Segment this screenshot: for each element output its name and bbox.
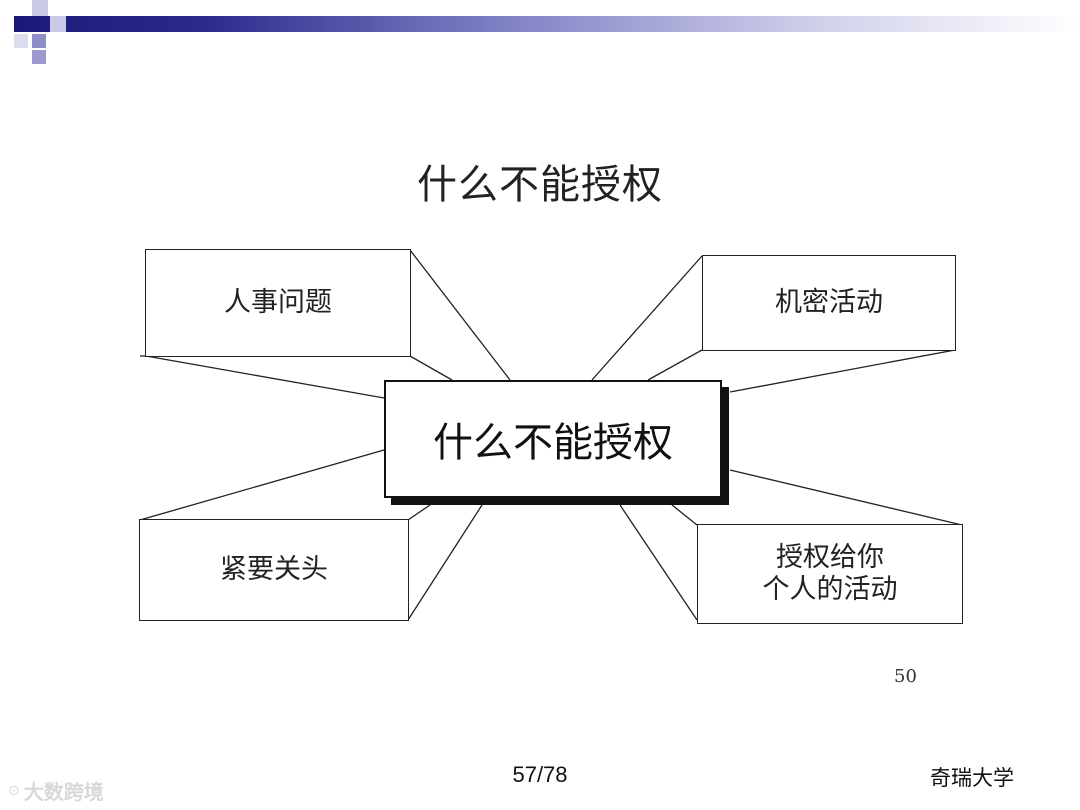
- header-square-light: [32, 0, 48, 16]
- item-label-line: 授权给你: [776, 542, 884, 573]
- center-label: 什么不能授权: [433, 420, 673, 466]
- connector-line: [409, 249, 511, 381]
- header-square-light: [14, 34, 28, 48]
- connector-line: [145, 355, 385, 399]
- connector-line: [591, 255, 703, 381]
- figure-number: 50: [894, 666, 917, 687]
- item-box-personnel: 人事问题: [145, 249, 411, 357]
- item-label: 机密活动: [775, 287, 883, 318]
- connector-line: [647, 349, 703, 381]
- header-square-mid: [32, 50, 46, 64]
- center-box: 什么不能授权: [384, 380, 722, 498]
- header-decoration: [0, 0, 1080, 64]
- item-label: 人事问题: [224, 287, 332, 318]
- header-gradient-bar: [14, 16, 1080, 32]
- header-square-light: [50, 16, 66, 32]
- header-square-dark: [14, 16, 30, 32]
- watermark: ⊙ 大数跨境: [8, 776, 104, 805]
- item-box-confidential: 机密活动: [702, 255, 956, 351]
- item-box-critical: 紧要关头: [139, 519, 409, 621]
- connector-line: [671, 504, 698, 526]
- connector-line: [729, 469, 963, 526]
- header-square-mid: [32, 34, 46, 48]
- slide-number: 57/78: [512, 762, 568, 787]
- item-label-line: 个人的活动: [762, 574, 898, 605]
- connector-line: [409, 355, 453, 381]
- item-label: 紧要关头: [220, 554, 328, 585]
- item-box-personal-activities: 授权给你 个人的活动: [697, 524, 963, 624]
- diagram-title: 什么不能授权: [417, 162, 663, 208]
- footer-organization: 奇瑞大学: [930, 766, 1014, 790]
- connector-line: [407, 504, 483, 621]
- connector-line: [619, 504, 698, 621]
- connector-line: [729, 349, 956, 393]
- connector-line: [407, 504, 431, 521]
- connector-line: [139, 449, 385, 521]
- watermark-logo-icon: ⊙: [8, 782, 20, 799]
- watermark-text: 大数跨境: [23, 780, 104, 804]
